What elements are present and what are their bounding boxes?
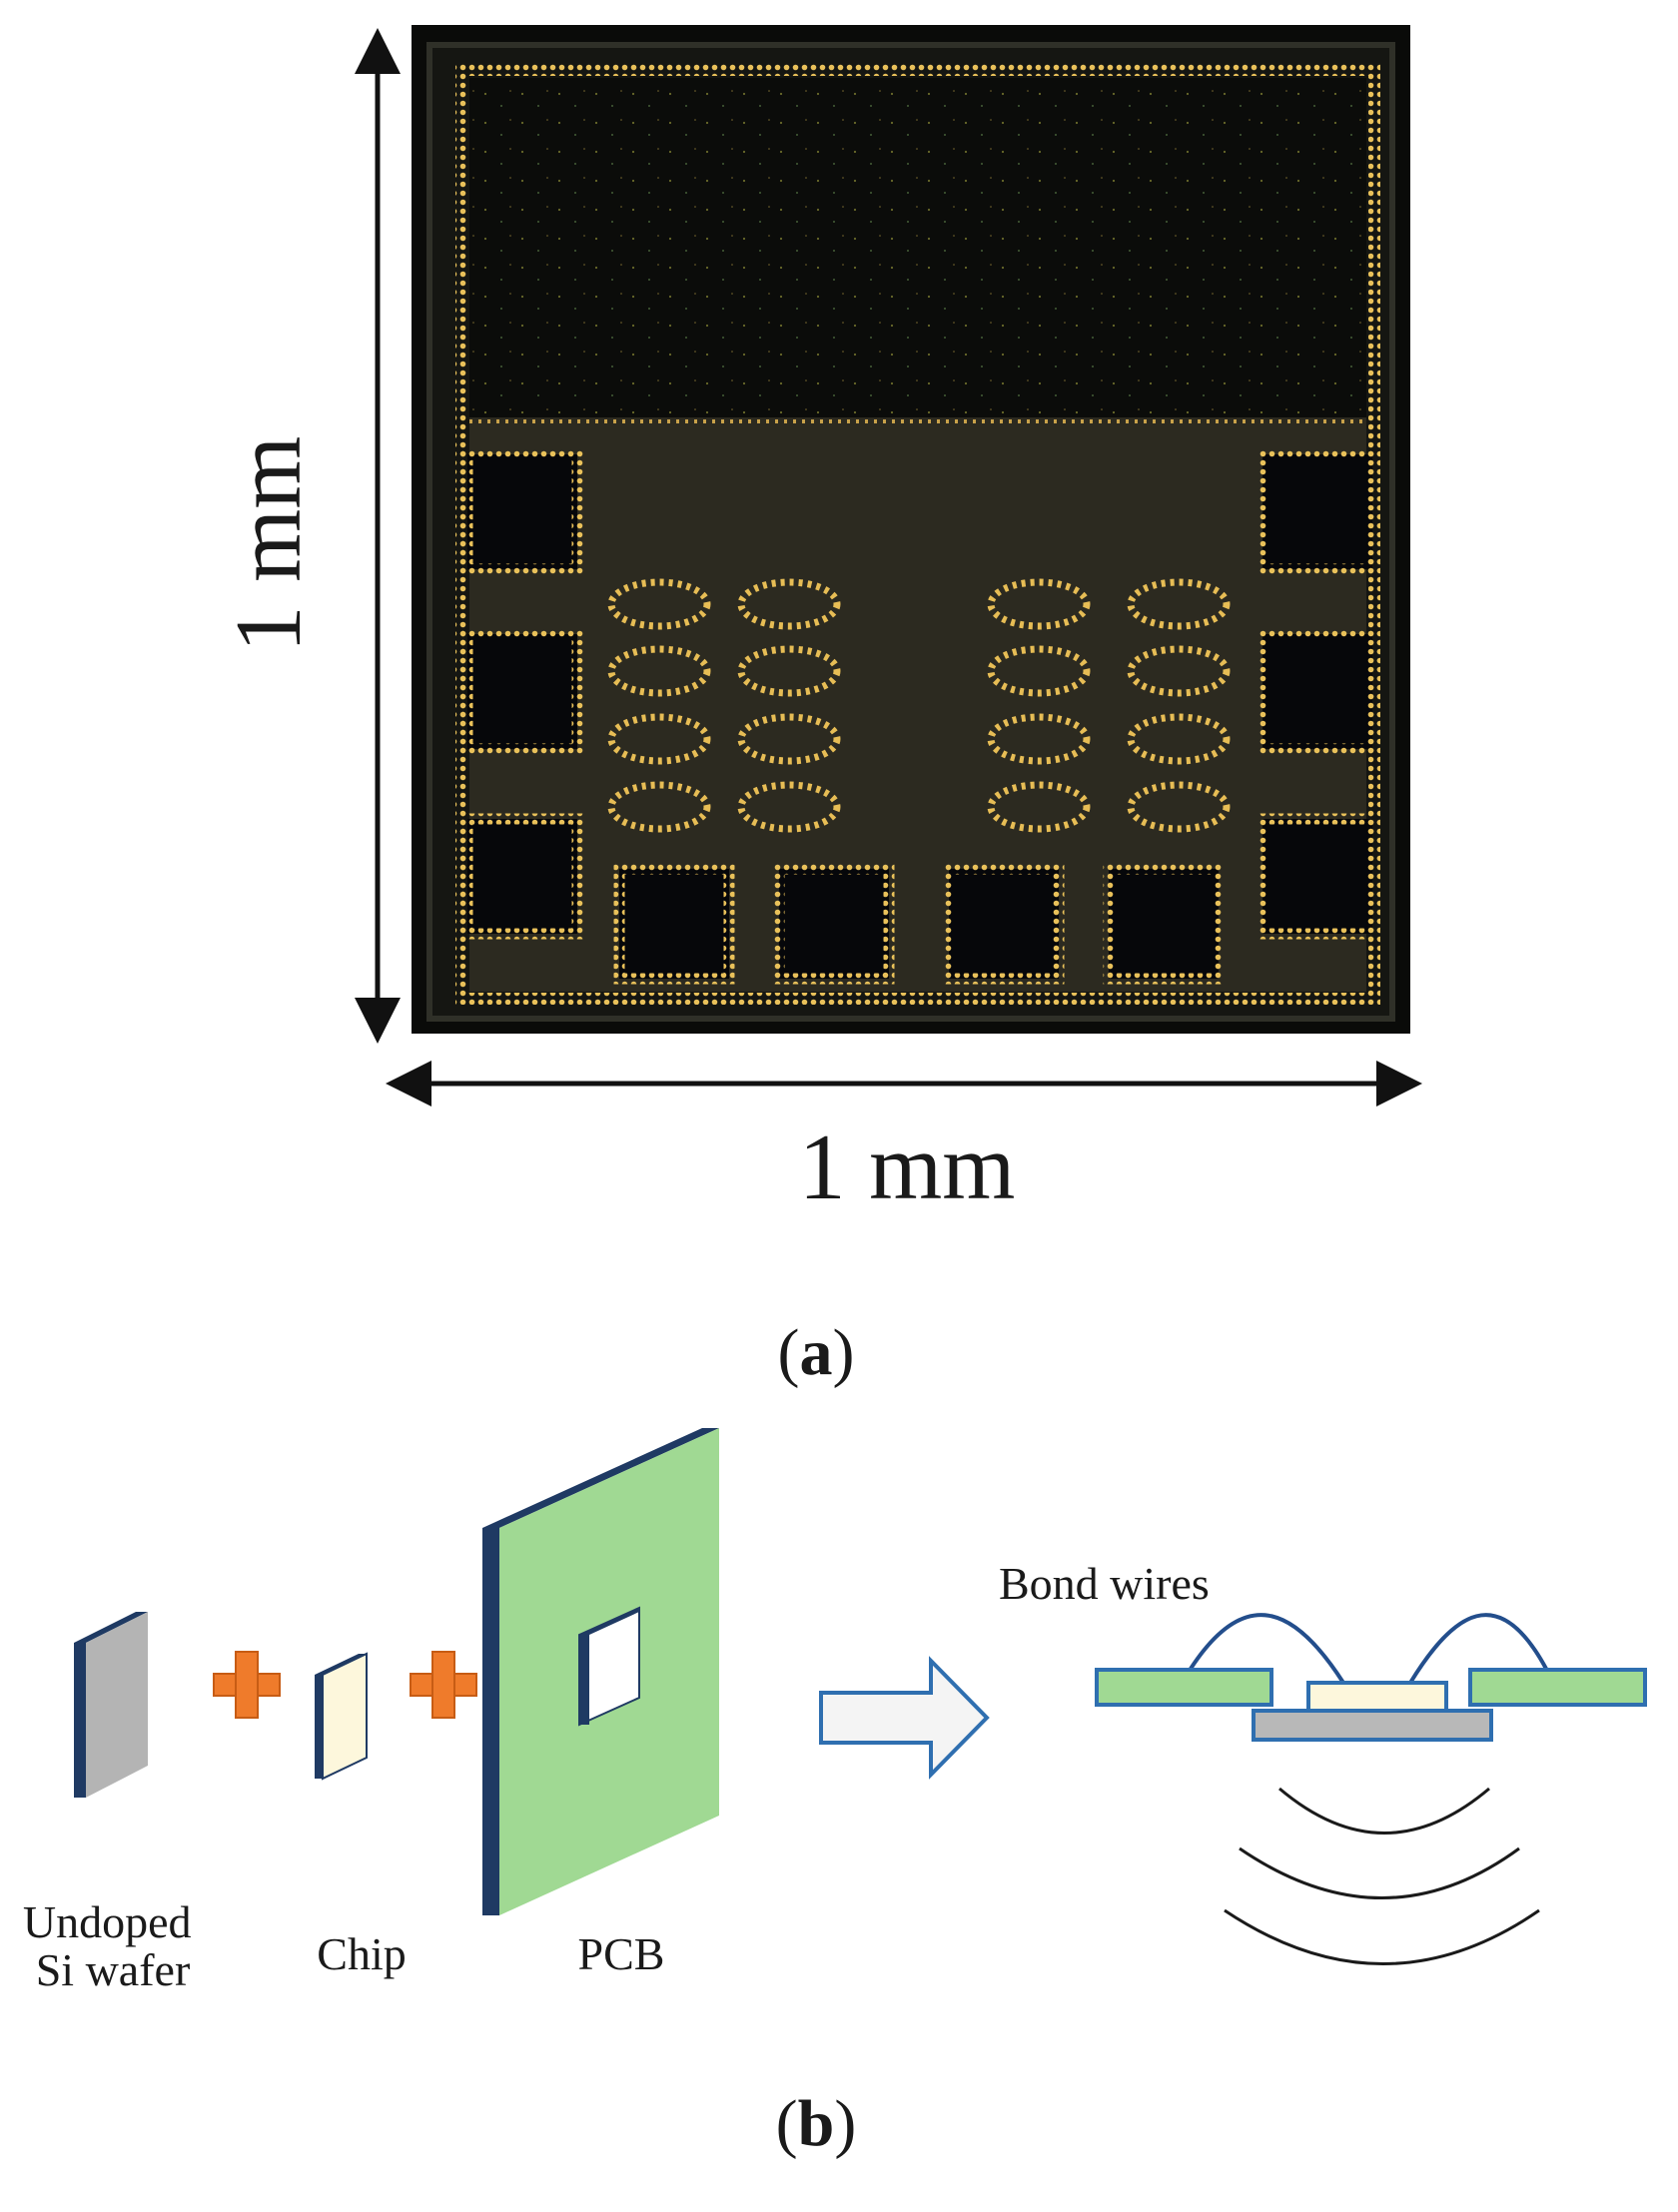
- chip-micrograph: [412, 25, 1410, 1034]
- wafer-label: Undoped Si wafer: [23, 1896, 203, 1995]
- bond-wires-label: Bond wires: [999, 1558, 1210, 1609]
- panel-b-caption: (b): [776, 2087, 857, 2160]
- chip-label: Chip: [317, 1928, 406, 1979]
- radiation-waves-icon: [1224, 1787, 1540, 1965]
- process-arrow-icon: [819, 1656, 990, 1780]
- bottom-bond-pads: [613, 863, 1225, 985]
- plus-icon: [410, 1651, 477, 1719]
- horizontal-dimension-arrow: [386, 1061, 1422, 1106]
- left-bond-pads: [461, 448, 583, 940]
- inductor-coils: [607, 578, 1231, 833]
- chip-block: [315, 1652, 368, 1781]
- vertical-dimension-arrow: [355, 28, 401, 1044]
- pcb-label: PCB: [578, 1928, 665, 1979]
- vertical-dimension-label: 1 mm: [217, 436, 321, 653]
- si-wafer-block: [74, 1612, 148, 1798]
- panel-a-caption: (a): [778, 1316, 855, 1389]
- pcb-board: [482, 1428, 719, 1915]
- horizontal-dimension-label: 1 mm: [799, 1115, 1016, 1219]
- right-bond-pads: [1257, 448, 1378, 940]
- plus-icon: [213, 1651, 281, 1719]
- assembled-cross-section: [1095, 1613, 1647, 1742]
